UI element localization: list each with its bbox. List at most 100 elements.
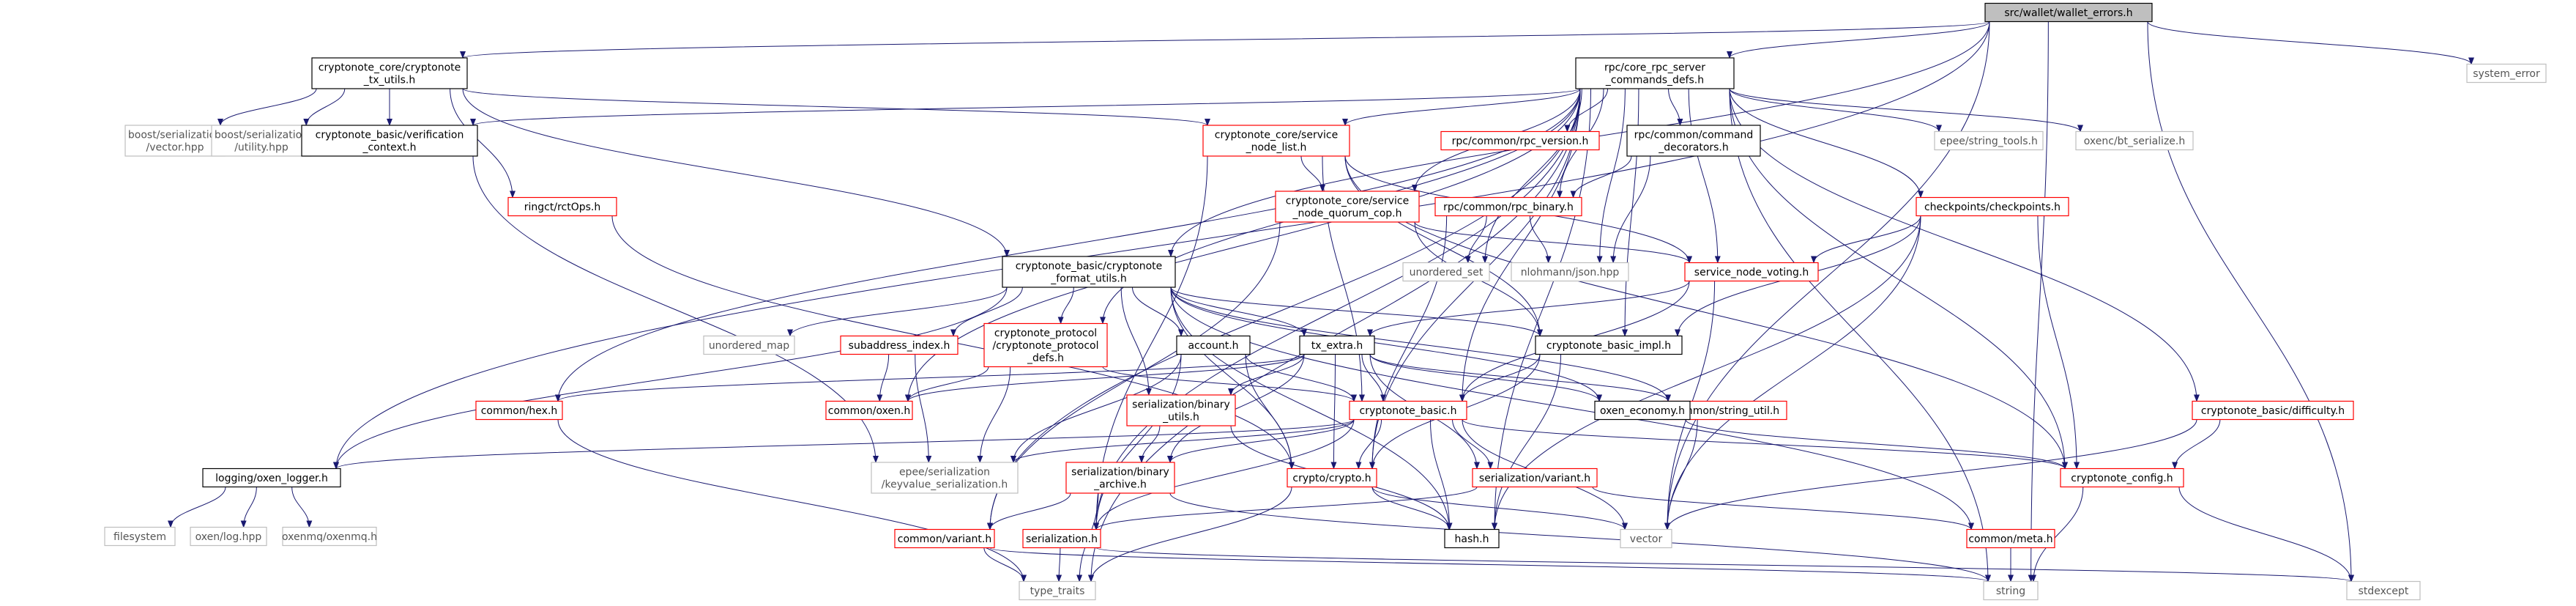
node-checkpts[interactable]: checkpoints/checkpoints.h [1916,196,2069,217]
node-cnbasic[interactable]: cryptonote_basic.h [1349,400,1467,421]
node-box [703,335,795,355]
node-ringct[interactable]: ringct/rctOps.h [507,196,617,217]
node-protodefs[interactable]: cryptonote_protocol/cryptonote_protocol_… [983,322,1108,368]
edge-fmtutils-to-logger [333,287,1008,470]
node-oxenlog: oxen/log.hpp [190,526,267,547]
node-meta[interactable]: common/meta.h [1966,528,2055,549]
node-account[interactable]: account.h [1176,335,1251,355]
edge-basicimpl-to-hash [1492,354,1562,531]
edge-rpcdefs-to-variant [987,88,1581,531]
node-snvote[interactable]: service_node_voting.h [1684,262,1819,282]
node-box [1349,400,1467,421]
node-label: crypto/crypto.h [1292,473,1371,484]
node-serialization[interactable]: serialization.h [1022,528,1101,549]
node-rpcbin[interactable]: rpc/common/rpc_binary.h [1434,196,1582,217]
edge-fmtutils-to-meta [1170,287,1974,531]
node-servariant[interactable]: serialization/variant.h [1472,468,1598,488]
edge-account-to-crypto [1245,354,1295,470]
edge-snvote-to-txextra [1367,281,1690,337]
node-label: account.h [1188,340,1238,352]
node-box [104,526,176,547]
node-label: oxen/log.hpp [196,531,262,543]
edge-snlist-to-basicimpl [1344,155,1543,337]
node-label: unordered_set [1410,267,1484,278]
node-serbinutils[interactable]: serialization/binary_utils.h [1126,394,1236,426]
edge-subaddr-to-oxen [876,354,890,402]
node-label: common/oxen.h [828,405,911,417]
edge-logger-to-oxenlog [240,487,257,528]
node-box [190,526,267,547]
node-hash[interactable]: hash.h [1444,528,1500,549]
node-quorum[interactable]: cryptonote_core/service_node_quorum_cop.… [1275,191,1420,223]
node-label: hash.h [1455,533,1489,545]
node-difficulty[interactable]: cryptonote_basic/difficulty.h [2192,400,2354,421]
node-label: rpc/common/rpc_binary.h [1443,202,1574,213]
node-variant[interactable]: common/variant.h [894,528,995,549]
edge-account-to-keyval [1010,354,1182,463]
node-root[interactable]: src/wallet/wallet_errors.h [1984,2,2153,23]
node-box [211,125,312,157]
edge-txutils-to-serutil [303,88,346,126]
node-label: serialization/binary [1071,467,1169,478]
node-label: src/wallet/wallet_errors.h [2004,7,2132,19]
edge-txextra-to-strutil [1369,354,1671,402]
node-box [871,462,1019,494]
node-rpcdefs[interactable]: rpc/core_rpc_server_commands_defs.h [1575,57,1735,89]
node-serbinarch[interactable]: serialization/binary_archive.h [1065,462,1175,494]
node-economy[interactable]: oxen_economy.h [1594,400,1691,421]
edge-serialization-to-typetraits [1056,547,1062,583]
node-box [1002,256,1176,288]
node-oxen[interactable]: common/oxen.h [825,400,913,421]
node-fmtutils[interactable]: cryptonote_basic/cryptonote_format_utils… [1002,256,1176,288]
node-label: ringct/rctOps.h [524,202,600,213]
node-cmddec[interactable]: rpc/common/command_decorators.h [1626,125,1761,157]
node-verif[interactable]: cryptonote_basic/verification_context.h [301,125,478,157]
edge-txutils-to-ringct [450,88,515,199]
edge-rpcdefs-to-checkpts [1729,88,1924,199]
edge-fmtutils-to-subaddr [950,287,1023,337]
node-box [475,400,563,421]
node-txutils[interactable]: cryptonote_core/cryptonote_tx_utils.h [311,57,468,89]
node-box [301,125,478,157]
edge-fmtutils-to-basicimpl [1170,287,1543,337]
edge-txextra-to-economy [1369,354,1602,402]
node-rpcver[interactable]: rpc/common/rpc_version.h [1440,130,1600,151]
node-box [1535,335,1683,355]
node-label: type_traits [1030,585,1085,597]
node-box [983,322,1108,368]
edge-cnbasic-to-crypto [1355,419,1382,470]
edge-logger-to-filesystem [168,487,226,528]
node-cnconfig[interactable]: cryptonote_config.h [2060,468,2184,488]
edge-serbinutils-to-serbinarch [1139,425,1161,463]
edge-rpcdefs-to-typetraits [1088,88,1581,583]
node-box [507,196,617,217]
node-label: logging/oxen_logger.h [215,473,328,484]
edge-cmddec-to-rpcbin [1570,155,1632,199]
edge-account-to-serialization [1093,354,1182,531]
edge-rpcdefs-to-snlist [1342,88,1581,126]
node-serutil: boost/serialization/utility.hpp [211,125,312,157]
node-crypto[interactable]: crypto/crypto.h [1287,468,1377,488]
node-label: epee/serialization [899,467,990,478]
node-subaddr[interactable]: subaddress_index.h [840,335,958,355]
edge-serialization-to-stdexcept [1095,547,2354,583]
node-hex[interactable]: common/hex.h [475,400,563,421]
edge-variant-to-string [989,547,1991,583]
node-label: serialization/variant.h [1479,473,1590,484]
node-box [1022,528,1101,549]
node-box [2346,580,2421,601]
node-basicimpl[interactable]: cryptonote_basic_impl.h [1535,335,1683,355]
node-label: system_error [2473,68,2540,80]
node-label: _archive.h [1093,479,1147,491]
node-snlist[interactable]: cryptonote_core/service_node_list.h [1202,125,1350,157]
node-txextra[interactable]: tx_extra.h [1299,335,1375,355]
node-label: cryptonote_basic/verification [316,130,464,141]
edge-checkpts-to-vector [1664,215,1921,531]
node-label: cryptonote_basic/difficulty.h [2201,405,2345,417]
node-label: string [1996,585,2025,597]
node-logger[interactable]: logging/oxen_logger.h [202,468,341,488]
node-box [1065,462,1175,494]
edge-protodefs-to-cnbasic [1102,366,1357,402]
edge-cnbasic-to-servariant [1452,419,1494,470]
edge-rpcdefs-to-eststr [1729,88,1942,133]
